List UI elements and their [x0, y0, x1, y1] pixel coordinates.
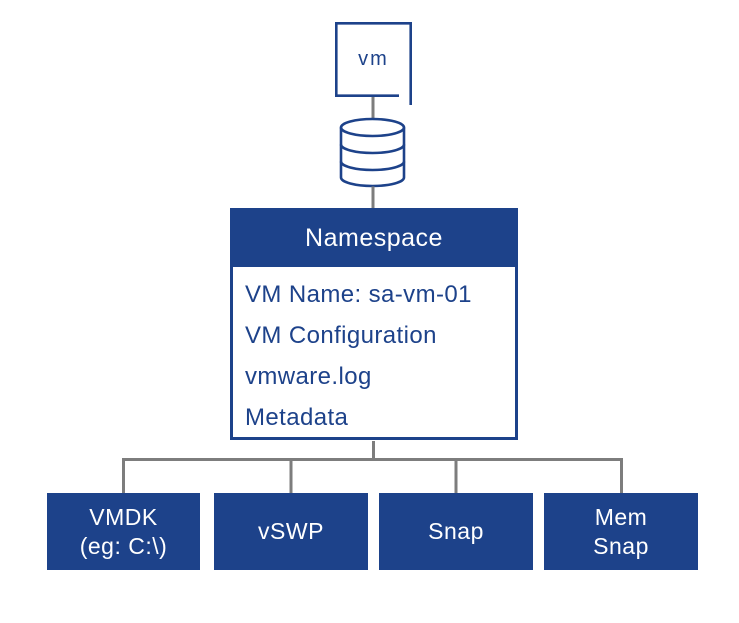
namespace-box: Namespace VM Name: sa-vm-01 VM Configura…: [230, 208, 518, 440]
leaf-box-snap: Snap: [379, 493, 533, 570]
namespace-body: VM Name: sa-vm-01 VM Configuration vmwar…: [233, 266, 515, 438]
leaf-box-mem-snap: Mem Snap: [544, 493, 698, 570]
namespace-row-vm-configuration: VM Configuration: [245, 321, 437, 349]
vm-square-icon: [335, 22, 412, 105]
vm-label: vm: [358, 47, 389, 70]
connector-bracket: [122, 458, 623, 493]
namespace-row-metadata: Metadata: [245, 403, 349, 431]
namespace-title: Namespace: [232, 210, 516, 267]
disk-stack-icon: [339, 117, 406, 188]
namespace-row-vm-name: VM Name: sa-vm-01: [245, 280, 472, 308]
namespace-row-vmware-log: vmware.log: [245, 362, 372, 390]
leaf-box-vswp: vSWP: [214, 493, 368, 570]
leaf-box-vmdk: VMDK (eg: C:\): [47, 493, 200, 570]
